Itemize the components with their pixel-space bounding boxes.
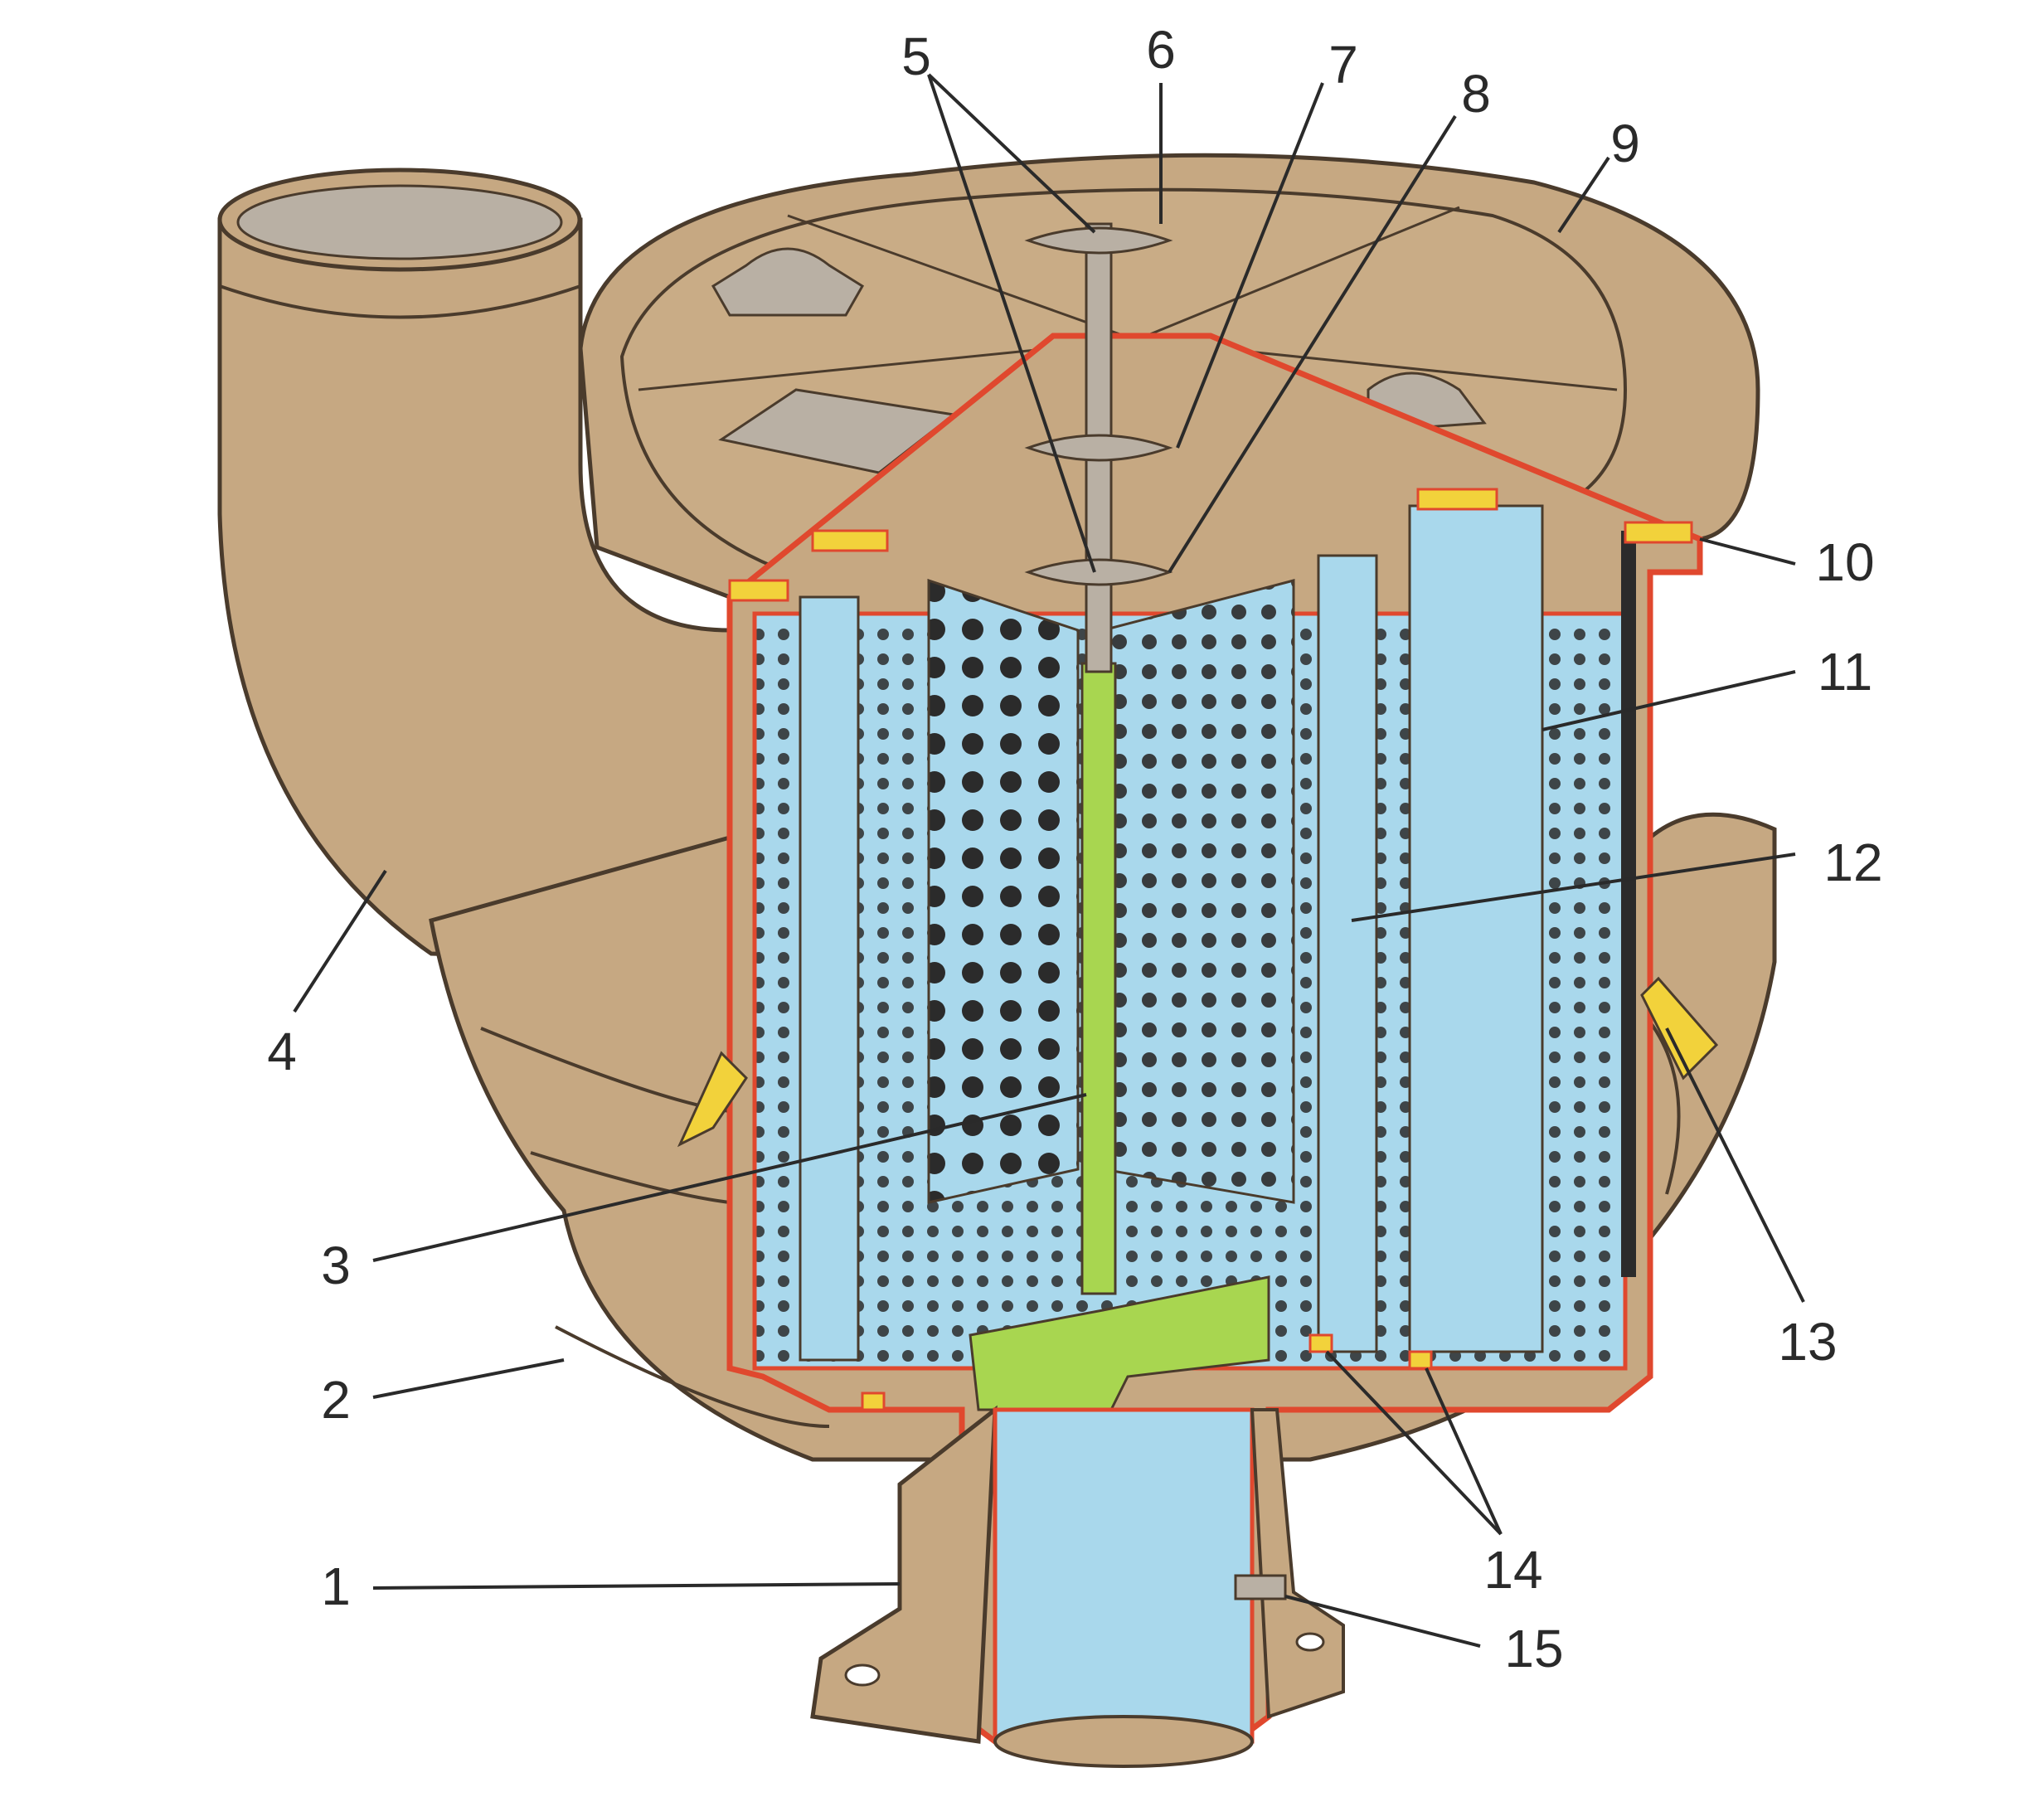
inlet-elbow-pipe: [217, 168, 732, 964]
callout-5: 5: [901, 27, 931, 86]
outlet-pipe: [810, 1405, 1345, 1768]
leader-lines: [293, 73, 1805, 1648]
leader-11: [1541, 670, 1796, 731]
leader-8: [1168, 114, 1457, 574]
callout-2: 2: [321, 1370, 351, 1430]
callout-15: 15: [1504, 1619, 1563, 1678]
leader-7: [1176, 82, 1324, 449]
leader-13: [1665, 1027, 1805, 1303]
gaskets: [728, 488, 1693, 1411]
leader-14b: [1425, 1367, 1503, 1535]
leader-12: [1351, 852, 1796, 922]
callout-6: 6: [1146, 20, 1176, 80]
callout-11: 11: [1818, 642, 1872, 702]
center-rod-assembly: [969, 222, 1270, 1411]
leader-9: [1557, 156, 1610, 234]
callout-4: 4: [267, 1022, 297, 1081]
leader-10: [1699, 537, 1796, 566]
filter-element: [752, 504, 1636, 1371]
callout-1: 1: [321, 1557, 351, 1616]
callout-13: 13: [1778, 1312, 1837, 1372]
callout-labels: 1 2 3 4 5 6 7 8 9 10 11 12 13 14 15: [267, 20, 1882, 1678]
leader-15: [1284, 1595, 1481, 1648]
callout-8: 8: [1461, 64, 1491, 124]
leader-14a: [1325, 1350, 1503, 1536]
leader-5b: [927, 73, 1096, 234]
callout-10: 10: [1815, 532, 1874, 592]
leader-5a: [927, 74, 1096, 573]
callout-12: 12: [1823, 833, 1882, 892]
latches: [677, 976, 1719, 1148]
callout-7: 7: [1328, 35, 1358, 95]
leader-2: [372, 1358, 565, 1399]
callout-3: 3: [321, 1236, 351, 1295]
callout-14: 14: [1483, 1540, 1542, 1600]
callout-9: 9: [1610, 114, 1640, 173]
leader-1: [372, 1582, 901, 1590]
leader-3: [372, 1093, 1087, 1262]
leader-4: [293, 869, 387, 1013]
